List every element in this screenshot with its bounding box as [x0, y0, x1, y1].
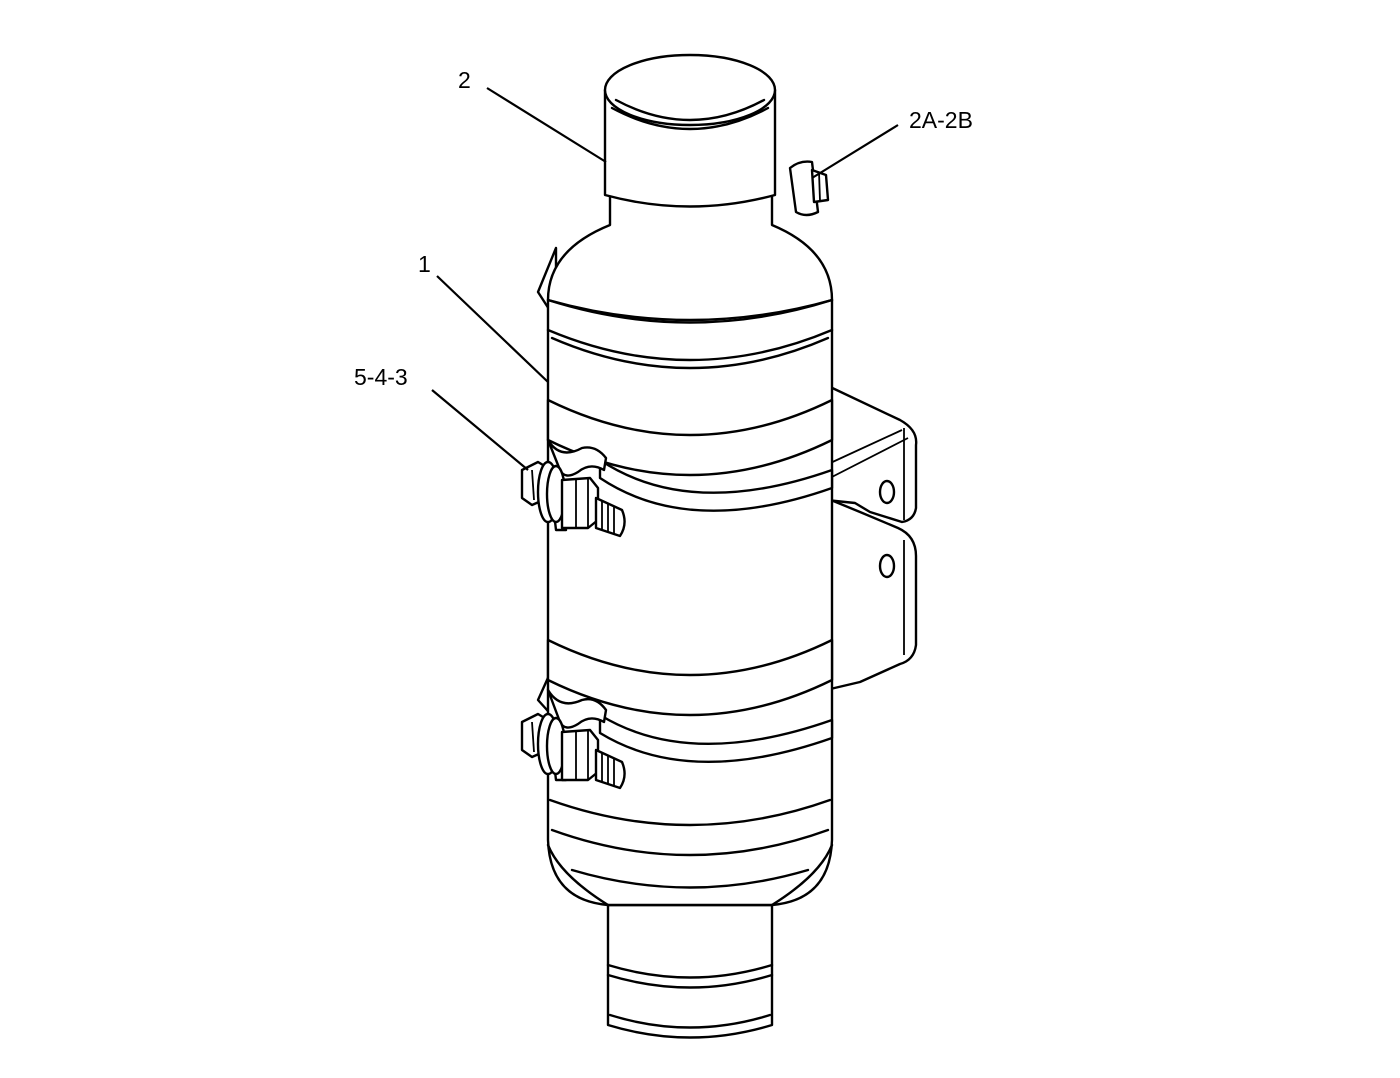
bracket-hole-upper — [878, 479, 896, 505]
outlet-tube — [606, 903, 774, 1039]
filter-canister — [546, 188, 834, 907]
callout-label-1: 1 — [418, 251, 431, 277]
leader-line-1 — [436, 275, 549, 383]
callout-label-5-4-3: 5-4-3 — [354, 364, 408, 390]
callout-label-2: 2 — [458, 67, 471, 93]
lower-bolt-assembly — [520, 712, 626, 790]
mounting-bracket — [824, 383, 918, 692]
inlet-tube — [603, 53, 777, 208]
callout-label-2a-2b: 2A-2B — [909, 107, 973, 133]
upper-bolt-assembly — [520, 460, 626, 538]
leader-line-5-4-3 — [431, 389, 529, 471]
leader-line-2a-2b — [811, 124, 899, 179]
bracket-hole-lower — [878, 553, 896, 579]
side-fitting — [788, 160, 830, 217]
leader-line-2 — [486, 87, 607, 163]
